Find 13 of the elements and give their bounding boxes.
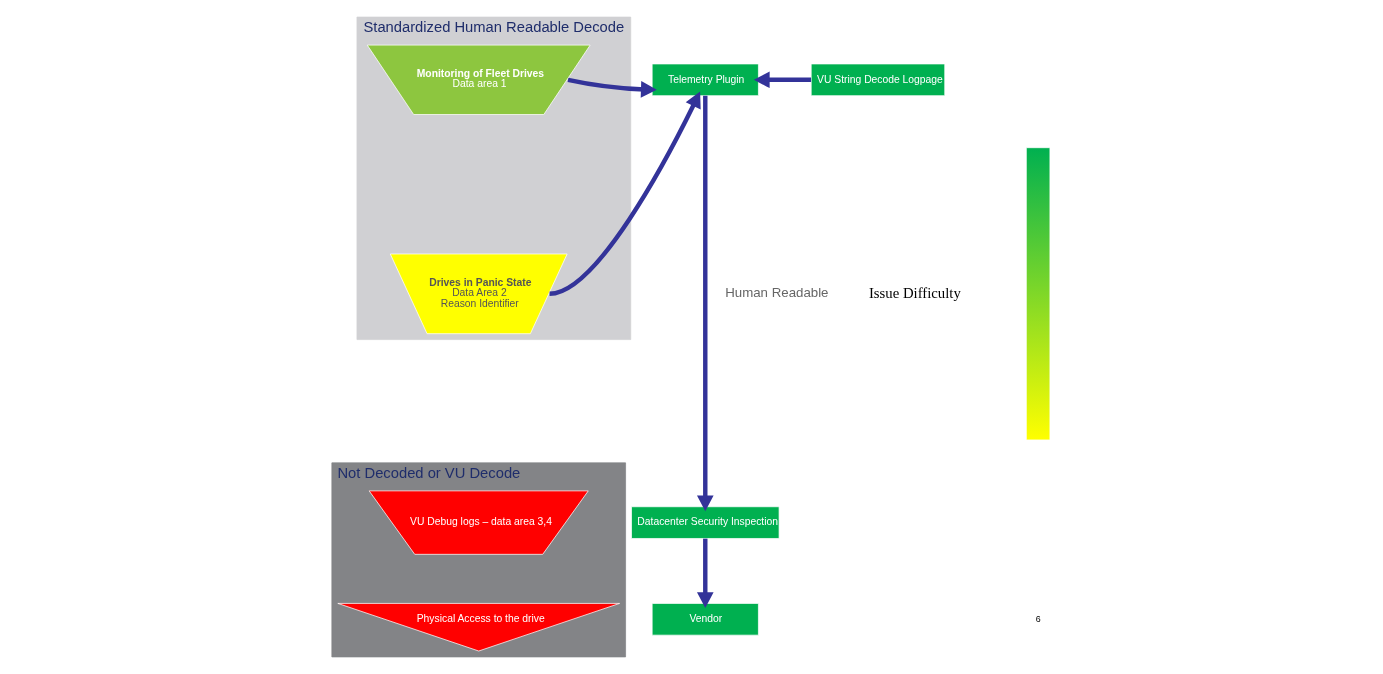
node-bar	[1025, 147, 1050, 441]
edge-label: Human Readable	[724, 285, 828, 301]
label: Issue Difficulty	[868, 284, 961, 301]
node-box: Datacenter Security Inspection	[630, 506, 779, 539]
arrow	[548, 91, 701, 296]
node-box: Telemetry Plugin	[651, 63, 759, 97]
arrow	[696, 95, 714, 512]
arrow	[696, 538, 714, 609]
arrow	[567, 77, 657, 98]
arrow	[753, 71, 811, 89]
node-box: VU String Decode Logpage	[810, 63, 945, 97]
label: 6	[1035, 613, 1041, 624]
node-box: Vendor	[651, 603, 759, 636]
